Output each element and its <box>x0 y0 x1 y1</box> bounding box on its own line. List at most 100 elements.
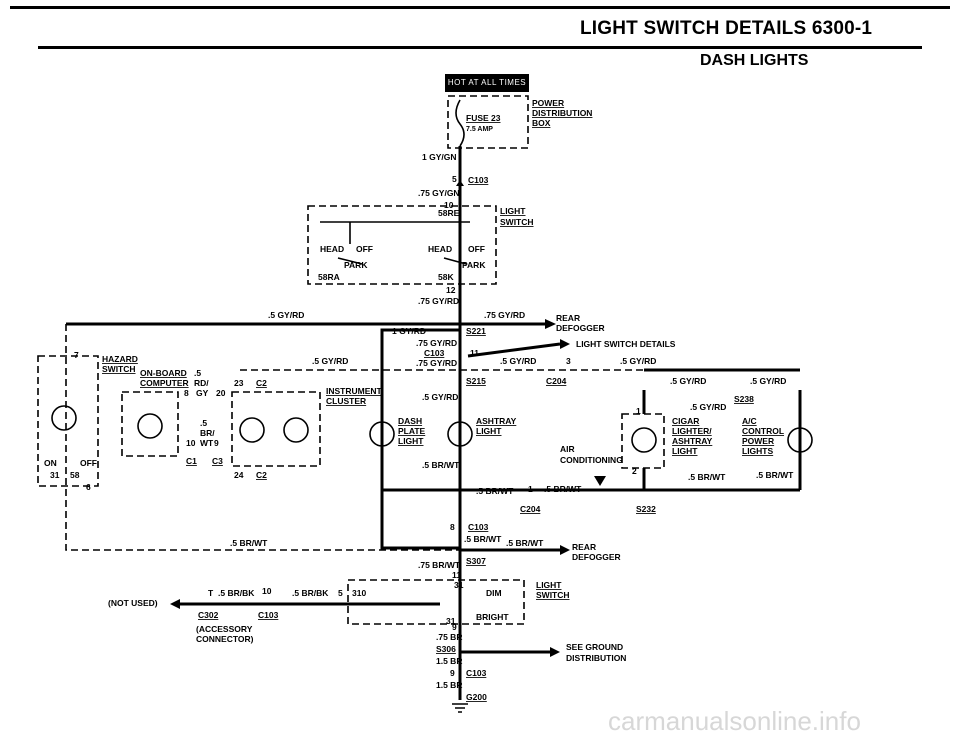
see-ground-2: DISTRIBUTION <box>566 653 626 663</box>
wire-75gyrd-3: .75 GY/RD <box>416 358 457 368</box>
connector-c204: C204 <box>546 376 567 386</box>
right-branches <box>642 390 802 490</box>
wire-75gyrd-2: .75 GY/RD <box>416 338 457 348</box>
pin-8: 8 <box>184 388 189 398</box>
connector-c103-acc: C103 <box>258 610 279 620</box>
wire-5brwt-lower: .5 BR/WT <box>464 534 502 544</box>
cigar-label-3: ASHTRAY <box>672 436 713 446</box>
lower-defog-arrow <box>560 545 570 555</box>
light-switch-label-1: LIGHT <box>500 206 526 216</box>
wire-75gyrd-right: .75 GY/RD <box>484 310 525 320</box>
connector-c2-top: C2 <box>256 378 267 388</box>
connector-c1: C1 <box>186 456 197 466</box>
accessory-label-2: CONNECTOR) <box>196 634 254 644</box>
hazard-58: 58 <box>70 470 80 480</box>
light-switch-box <box>307 205 497 285</box>
wire-5brwt-bus2: .5 BR/WT <box>544 484 582 494</box>
title-rule <box>38 46 922 49</box>
pin-7: 7 <box>74 350 79 360</box>
wire-1gyrd: 1 GY/RD <box>392 326 426 336</box>
connector-s307: S307 <box>466 556 486 566</box>
connector-s232: S232 <box>636 504 656 514</box>
hazard-switch-box <box>37 355 99 487</box>
pin-1-bus: 1 <box>528 484 533 494</box>
connector-c302: C302 <box>198 610 219 620</box>
instrument-label-2: CLUSTER <box>326 396 366 406</box>
air-cond-label-1: AIR <box>560 444 575 454</box>
cigar-label-1: CIGAR <box>672 416 699 426</box>
pin-10-acc: 10 <box>262 586 272 596</box>
wire-5brwt-defog: .5 BR/WT <box>506 538 544 548</box>
terminal-58ra: 58RA <box>318 272 340 282</box>
see-ground-1: SEE GROUND <box>566 642 623 652</box>
connector-c3: C3 <box>212 456 223 466</box>
ac-label-4: LIGHTS <box>742 446 773 456</box>
connector-c103-mid: C103 <box>424 348 445 358</box>
light-switch-label-2: SWITCH <box>500 217 534 227</box>
rear-defogger-bot-1: REAR <box>572 542 596 552</box>
ac-label-3: POWER <box>742 436 774 446</box>
not-used-arrow <box>170 599 180 609</box>
pin-31-dimmer: 31 <box>454 580 464 590</box>
connector-c103-marker <box>456 180 464 186</box>
connector-g200: G200 <box>466 692 487 702</box>
terminal-58re: 58RE <box>438 208 460 218</box>
wire-5brbk-1: .5 BR/BK <box>218 588 255 598</box>
hazard-off: OFF <box>80 458 97 468</box>
connector-c103-lower: C103 <box>468 522 489 532</box>
wire-wt: WT <box>200 438 214 448</box>
wire-gy: GY <box>196 388 209 398</box>
connector-c204-bot: C204 <box>520 504 541 514</box>
connector-c103-top: C103 <box>468 175 489 185</box>
ashtray-lamp <box>447 421 473 447</box>
terminal-58k: 58K <box>438 272 454 282</box>
switch-contacts <box>337 257 467 265</box>
wire-75br: .75 BR <box>436 632 462 642</box>
ac-label-1: A/C <box>742 416 757 426</box>
wire-5br: .5 <box>200 418 207 428</box>
light-switch-details-ref: LIGHT SWITCH DETAILS <box>576 339 676 349</box>
dash-plate-label-1: DASH <box>398 416 422 426</box>
pin-2: 2 <box>632 466 637 476</box>
dash-plate-lamp <box>369 421 395 447</box>
hazard-on: ON <box>44 458 57 468</box>
dimmer-bright: BRIGHT <box>476 612 509 622</box>
pin-6: 6 <box>86 482 91 492</box>
pin-8-lower: 8 <box>450 522 455 532</box>
onboard-computer-box <box>121 391 179 457</box>
pin-5: 5 <box>452 174 457 184</box>
wire-5gyrd-ac: .5 GY/RD <box>500 356 536 366</box>
switch-park-right: PARK <box>462 260 486 270</box>
pin-310: 310 <box>352 588 366 598</box>
dash-plate-label-3: LIGHT <box>398 436 424 446</box>
fuse-label: FUSE 23 <box>466 113 501 123</box>
ground-dist-arrow <box>550 647 560 657</box>
instrument-label-1: INSTRUMENT <box>326 386 383 396</box>
dash-plate-label-2: PLATE <box>398 426 426 436</box>
power-dist-label-1: POWER <box>532 98 564 108</box>
switch-park-left: PARK <box>344 260 368 270</box>
instrument-lamp-left <box>239 417 265 443</box>
wire-5gyrd-cigar: .5 GY/RD <box>670 376 706 386</box>
wire-75gygn: .75 GY/GN <box>418 188 460 198</box>
switch-head-left: HEAD <box>320 244 344 254</box>
wire-5gyrd-acctl: .5 GY/RD <box>750 376 786 386</box>
pin-10: 10 <box>444 200 454 210</box>
ground-symbol <box>452 703 468 713</box>
wire-5gyrd-top: .5 GY/RD <box>268 310 304 320</box>
instrument-cluster-box <box>231 391 321 467</box>
pin-24: 24 <box>234 470 244 480</box>
ac-label-2: CONTROL <box>742 426 784 436</box>
wire-5gyrd-dash: .5 GY/RD <box>422 392 458 402</box>
pin-9-c103: 9 <box>450 668 455 678</box>
connector-c103-ground: C103 <box>466 668 487 678</box>
top-rule <box>10 6 950 9</box>
cigar-lighter-box <box>621 413 665 469</box>
pin-23: 23 <box>234 378 244 388</box>
switch-head-right: HEAD <box>428 244 452 254</box>
rear-defogger-arrow <box>545 319 556 329</box>
pin-31b-dimmer: 31 <box>446 616 456 626</box>
pin-12: 12 <box>446 285 456 295</box>
onboard-lamp <box>137 413 163 439</box>
dimmer-label-1: LIGHT <box>536 580 562 590</box>
